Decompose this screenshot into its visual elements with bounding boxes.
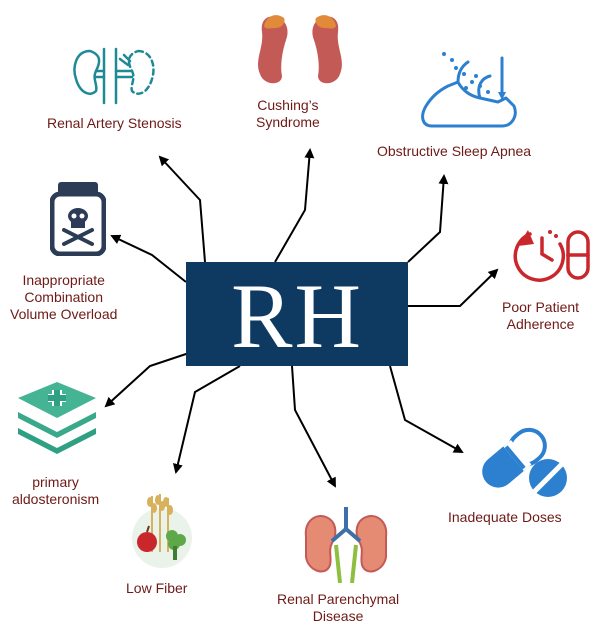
adrenal-layers-icon — [18, 382, 96, 454]
label-line: Renal Parenchymal — [277, 591, 400, 607]
label-line: Inappropriate — [22, 272, 105, 288]
arrow-low-fiber — [172, 365, 241, 474]
label-low-fiber: Low Fiber — [126, 580, 187, 597]
poison-jar-icon — [50, 182, 106, 256]
label-line: Renal Artery Stenosis — [47, 115, 182, 131]
label-inadequate-doses: Inadequate Doses — [448, 509, 562, 526]
fiber-foods-icon — [132, 494, 192, 568]
label-line: Volume Overload — [10, 306, 118, 322]
rh-center-text: RH — [231, 265, 363, 367]
pill-clock-icon — [513, 230, 590, 282]
arrow-renal-parenchymal-disease — [291, 365, 336, 488]
arrow-cushings-syndrome — [274, 148, 315, 263]
arrow-renal-artery-stenosis — [158, 155, 206, 263]
label-renal-artery-stenosis: Renal Artery Stenosis — [47, 115, 182, 132]
label-poor-patient-adherence: Poor Patient Adherence — [502, 299, 579, 333]
arrow-poor-patient-adherence — [408, 268, 499, 307]
capsule-pill-icon — [482, 427, 567, 497]
label-line: Syndrome — [256, 114, 320, 130]
kidney-artery-icon — [73, 47, 155, 105]
label-line: Low Fiber — [126, 580, 188, 596]
arrow-inappropriate-combination — [110, 234, 187, 283]
arrow-inadequate-doses — [389, 365, 464, 453]
label-line: Obstructive Sleep Apnea — [377, 143, 532, 159]
kidneys-icon — [304, 507, 388, 583]
label-inappropriate-combination: Inappropriate Combination Volume Overloa… — [10, 272, 117, 323]
sleep-apnea-airway-icon — [421, 52, 517, 128]
label-line: Combination — [24, 289, 103, 305]
label-line: Cushing’s — [257, 97, 319, 113]
label-cushings-syndrome: Cushing’s Syndrome — [256, 97, 320, 131]
label-renal-parenchymal-disease: Renal Parenchymal Disease — [277, 591, 399, 625]
rh-center-box: RH — [186, 262, 408, 366]
label-line: primary — [32, 474, 79, 490]
arrow-obstructive-sleep-apnea — [407, 174, 449, 263]
arrow-primary-aldosteronism — [104, 349, 199, 408]
adrenal-glands-icon — [258, 15, 342, 84]
label-line: Poor Patient — [502, 299, 580, 315]
label-obstructive-sleep-apnea: Obstructive Sleep Apnea — [377, 143, 531, 160]
label-primary-aldosteronism: primary aldosteronism — [12, 474, 99, 508]
label-line: Inadequate Doses — [448, 509, 562, 525]
label-line: Adherence — [506, 316, 575, 332]
label-line: Disease — [312, 608, 364, 624]
label-line: aldosteronism — [12, 491, 100, 507]
